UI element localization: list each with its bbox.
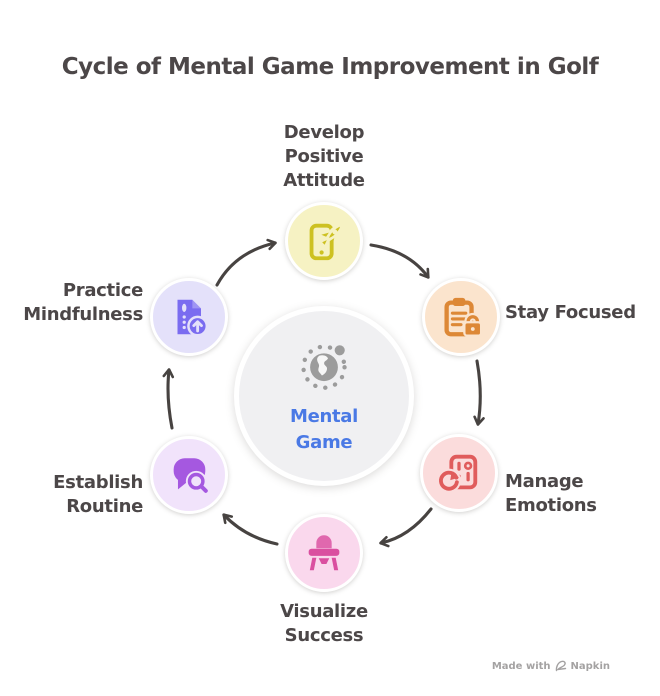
node-manage-emotions: [420, 434, 498, 512]
label-manage-emotions: Manage Emotions: [505, 471, 597, 516]
label-visualize-success: Visualize Success: [280, 601, 368, 646]
document-upload-icon: [177, 299, 209, 337]
globe-dotted-icon: [301, 344, 347, 390]
page-title: Cycle of Mental Game Improvement in Golf: [61, 54, 599, 80]
label-develop-positive-attitude: Develop Positive Attitude: [283, 122, 365, 191]
arrow-focused-to-emotions: [473, 359, 485, 426]
hub-mental-game: Mental Game: [234, 306, 414, 486]
arrow-mindfulness-to-attitude: [215, 238, 277, 287]
label-establish-routine: Establish Routine: [53, 472, 143, 517]
hub-label: Mental Game: [289, 406, 359, 453]
arrow-emotions-to-visualize: [379, 507, 433, 548]
node-develop-positive-attitude: [285, 202, 363, 280]
arrow-attitude-to-focused: [369, 243, 430, 279]
speech-search-icon: [173, 458, 208, 493]
node-stay-focused: [422, 278, 500, 356]
napkin-logo-icon: [555, 660, 566, 672]
watermark-prefix: Made with: [491, 660, 551, 672]
label-stay-focused: Stay Focused: [505, 302, 636, 323]
watermark: Made with Napkin: [492, 660, 610, 672]
clipboard-lock-icon: [444, 297, 483, 337]
high-chair-icon: [308, 535, 340, 571]
arrow-visualize-to-routine: [222, 513, 279, 546]
label-practice-mindfulness: Practice Mindfulness: [23, 280, 143, 325]
node-practice-mindfulness: [150, 278, 228, 356]
watermark-brand: Napkin: [570, 660, 610, 672]
node-establish-routine: [150, 436, 228, 514]
arrow-routine-to-mindfulness: [162, 368, 175, 430]
card-refresh-icon: [436, 454, 478, 493]
phone-rocket-icon: [309, 222, 345, 261]
node-visualize-success: [285, 514, 363, 592]
